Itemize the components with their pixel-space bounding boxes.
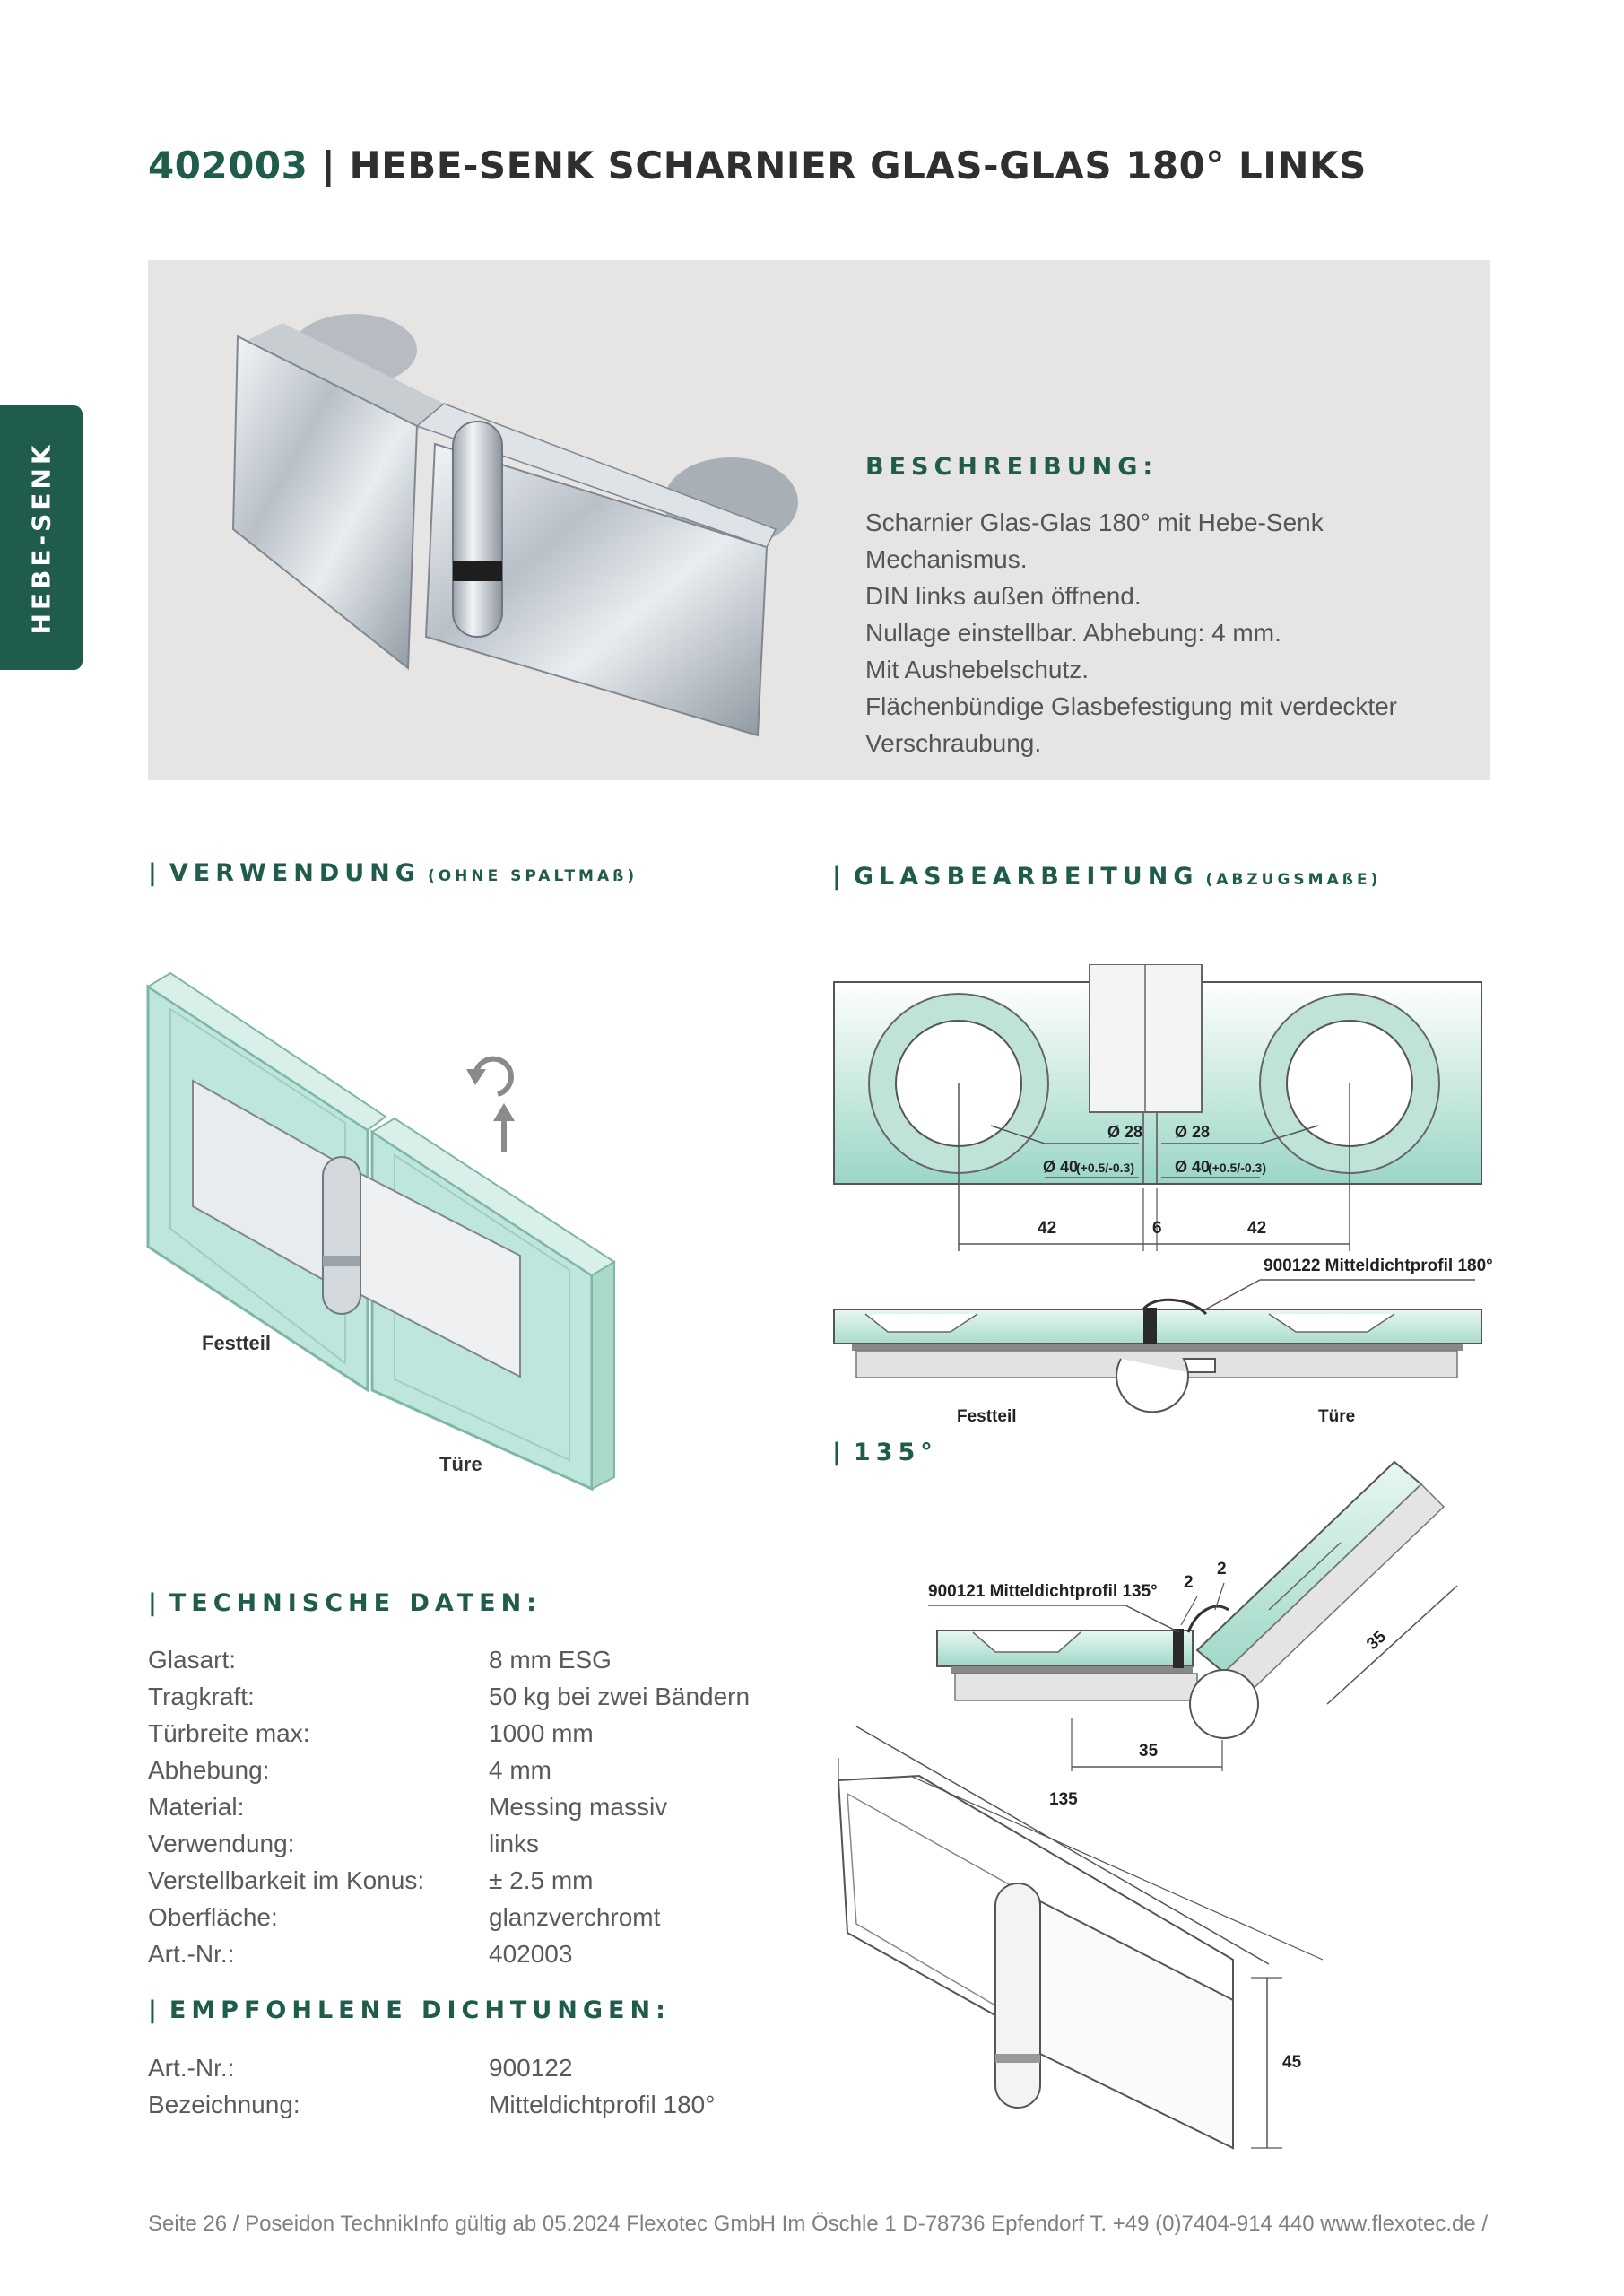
dim-6: 6	[1152, 1219, 1162, 1238]
tech-key: Verstellbarkeit im Konus:	[148, 1866, 425, 1894]
tech-value: glanzverchromt	[489, 1903, 661, 1931]
d40-left: Ø 40	[1043, 1158, 1078, 1176]
tol-right: (+0.5/-0.3)	[1208, 1161, 1266, 1175]
tech-value: ± 2.5 mm	[489, 1866, 594, 1894]
tech-value: 50 kg bei zwei Bändern	[489, 1683, 751, 1710]
tech-heading: |TECHNISCHE DATEN:	[148, 1589, 542, 1617]
description-line: Flächenbündige Glasbefestigung mit verde…	[865, 692, 1398, 720]
glass-heading: |GLASBEARBEITUNG(ABZUGSMAßE)	[832, 863, 1382, 891]
seals-value: 900122	[489, 2054, 573, 2082]
hinge-product-image	[231, 314, 798, 737]
usage-heading-text: VERWENDUNG	[169, 859, 421, 887]
glass-door-label: Türe	[1318, 1407, 1355, 1426]
dim-135: 135	[1049, 1790, 1078, 1809]
usage-heading: |VERWENDUNG(OHNE SPALTMAß)	[148, 859, 638, 887]
d28-left: Ø 28	[1107, 1123, 1142, 1141]
footer: Seite 26 / Poseidon TechnikInfo gültig a…	[148, 2212, 1489, 2236]
usage-fixed-label: Festteil	[202, 1332, 271, 1354]
dim-2-b: 2	[1217, 1560, 1227, 1578]
seals-table: Art.-Nr.: 900122 Bezeichnung: Mitteldichtp…	[148, 2054, 776, 2126]
profile-135-label: 900121 Mitteldichtprofil 135°	[928, 1582, 1158, 1601]
dim-35-horizontal: 35	[1139, 1742, 1159, 1761]
tech-heading-text: TECHNISCHE DATEN:	[169, 1589, 542, 1617]
description-line: Nullage einstellbar. Abhebung: 4 mm.	[865, 619, 1281, 647]
tech-value: links	[489, 1830, 540, 1857]
dim-2-a: 2	[1184, 1573, 1194, 1592]
angle-135-drawing: 900121 Mitteldichtprofil 135° 2 2 35 35 …	[837, 1460, 1458, 2150]
article-code: 402003	[148, 144, 308, 187]
glass-subheading: (ABZUGSMAßE)	[1205, 871, 1382, 889]
seals-key: Bezeichnung:	[148, 2091, 300, 2118]
page-title: 402003 | HEBE-SENK SCHARNIER GLAS-GLAS 1…	[148, 144, 1367, 187]
description-line: Scharnier Glas-Glas 180° mit Hebe-Senk M…	[865, 509, 1324, 573]
description-heading: BESCHREIBUNG:	[865, 453, 1159, 481]
description-text: Scharnier Glas-Glas 180° mit Hebe-Senk M…	[865, 504, 1490, 761]
angle-135-heading-text: 135°	[853, 1439, 938, 1466]
title-separator: |	[321, 144, 336, 187]
tech-value: 1000 mm	[489, 1719, 594, 1747]
description-line: Mit Aushebelschutz.	[865, 656, 1090, 683]
tech-key: Tragkraft:	[148, 1683, 255, 1710]
tech-key: Verwendung:	[148, 1830, 295, 1857]
side-tab: HEBE-SENK	[0, 405, 83, 670]
tech-key: Türbreite max:	[148, 1719, 310, 1747]
description-line: DIN links außen öffnend.	[865, 582, 1142, 610]
tech-value: 4 mm	[489, 1756, 551, 1784]
side-tab-label: HEBE-SENK	[26, 440, 56, 635]
usage-door-label: Türe	[439, 1453, 482, 1475]
seals-heading-text: EMPFOHLENE DICHTUNGEN:	[169, 1996, 671, 2024]
glass-heading-text: GLASBEARBEITUNG	[853, 863, 1199, 891]
dim-42-right: 42	[1247, 1219, 1266, 1238]
glass-processing-drawing: Ø 28 Ø 40 (+0.5/-0.3) Ø 28 Ø 40 (+0.5/-0…	[833, 964, 1493, 1426]
glass-fixed-label: Festteil	[957, 1407, 1017, 1426]
seals-key: Art.-Nr.:	[148, 2054, 235, 2082]
hero-panel: BESCHREIBUNG: Scharnier Glas-Glas 180° m…	[148, 260, 1490, 780]
tech-value: 8 mm ESG	[489, 1646, 612, 1674]
usage-subheading: (OHNE SPALTMAß)	[427, 867, 638, 885]
tech-key: Art.-Nr.:	[148, 1940, 235, 1968]
seals-heading: |EMPFOHLENE DICHTUNGEN:	[148, 1996, 671, 2024]
title-text: HEBE-SENK SCHARNIER GLAS-GLAS 180° LINKS	[349, 144, 1367, 187]
dim-42-left: 42	[1038, 1219, 1056, 1238]
d28-right: Ø 28	[1175, 1123, 1210, 1141]
angle-135-heading: |135°	[832, 1439, 938, 1466]
tech-value: Messing massiv	[489, 1793, 668, 1821]
usage-illustration: Festteil Türe	[146, 971, 616, 1492]
tech-key: Oberfläche:	[148, 1903, 278, 1931]
d40-right: Ø 40	[1175, 1158, 1210, 1176]
tech-key: Abhebung:	[148, 1756, 270, 1784]
tech-key: Glasart:	[148, 1646, 237, 1674]
description-line: Verschraubung.	[865, 729, 1042, 757]
seals-value: Mitteldichtprofil 180°	[489, 2091, 716, 2118]
tech-table: Glasart: 8 mm ESG Tragkraft: 50 kg bei zwe…	[148, 1646, 776, 1978]
tech-value: 402003	[489, 1940, 573, 1968]
dim-45: 45	[1282, 2053, 1302, 2072]
profile-180-label: 900122 Mitteldichtprofil 180°	[1264, 1257, 1493, 1275]
tol-left: (+0.5/-0.3)	[1076, 1161, 1134, 1175]
tech-key: Material:	[148, 1793, 245, 1821]
